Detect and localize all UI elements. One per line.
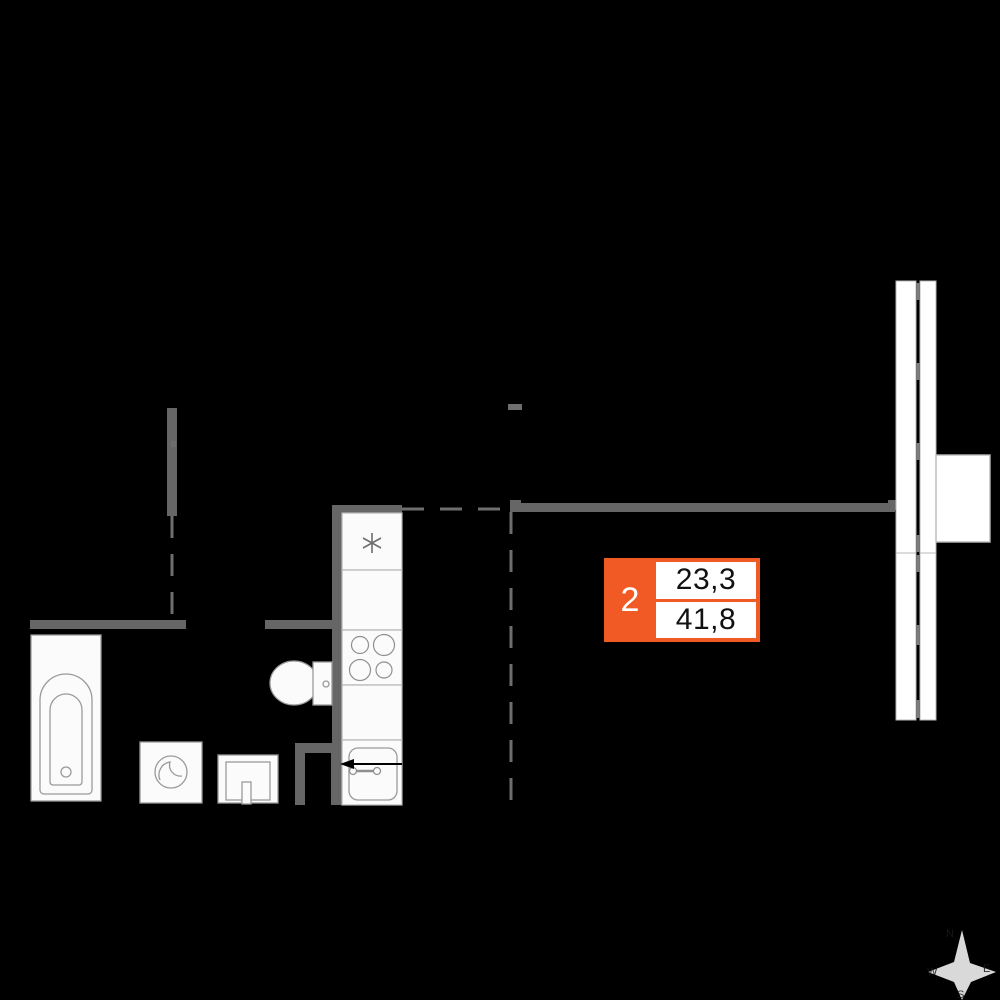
wall-left-upper	[167, 408, 177, 516]
cabinet	[341, 569, 403, 631]
dashed-top-tick	[508, 404, 522, 410]
compass-mark-e: E	[983, 963, 990, 975]
wall-niche-right	[331, 743, 341, 805]
dashed-guides	[170, 404, 522, 806]
north-compass: N E S W	[927, 928, 996, 1000]
washbasin	[217, 754, 279, 805]
toilet	[269, 660, 333, 706]
living-area-value: 23,3	[656, 562, 756, 599]
wall-balcony-stub	[888, 500, 900, 510]
stove	[341, 629, 403, 686]
wall-niche-left	[295, 743, 305, 805]
wall-kitchen-left	[332, 505, 342, 805]
bathtub	[30, 634, 102, 802]
washing-machine	[139, 741, 203, 804]
wall-wc-top	[265, 620, 341, 629]
wall-kitchen-top	[332, 505, 402, 514]
wall-bath-top	[30, 620, 186, 629]
counter	[341, 684, 403, 741]
wall-top-main	[510, 503, 895, 512]
snowflake-icon	[362, 533, 382, 553]
walls	[30, 408, 900, 805]
room-count: 2	[620, 581, 640, 619]
wall-niche-top	[295, 743, 341, 753]
window-upper	[895, 280, 937, 555]
kitchen-units	[340, 512, 403, 806]
area-values: 23,3 41,8	[656, 558, 760, 642]
supply-arrow	[340, 759, 402, 769]
compass-mark-s: S	[957, 989, 964, 1000]
dashed-left-tick	[171, 441, 176, 447]
balcony	[935, 454, 991, 543]
compass-mark-w: W	[927, 966, 938, 978]
apartment-info-badge[interactable]: 2 23,3 41,8	[604, 558, 760, 642]
total-area-value: 41,8	[656, 601, 756, 638]
window-lower	[895, 552, 937, 721]
wall-top-nub	[510, 500, 521, 512]
compass-mark-n: N	[946, 928, 954, 940]
